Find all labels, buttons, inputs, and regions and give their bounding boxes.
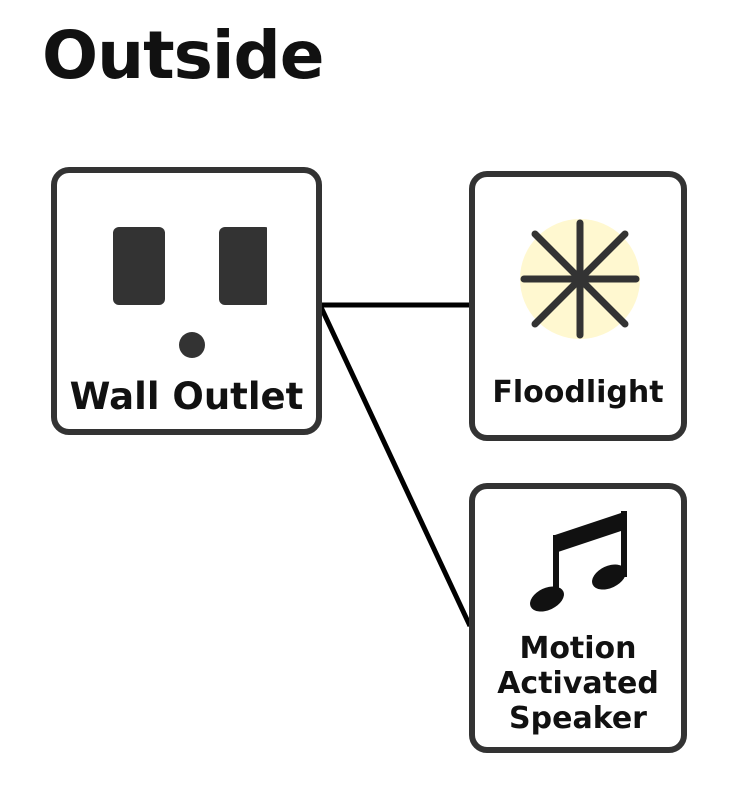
speaker-label-line-3: Speaker [509,701,647,736]
floodlight-label: Floodlight [492,375,664,410]
floodlight-node: Floodlight [469,171,687,441]
speaker-label: Motion Activated Speaker [475,631,681,736]
page-title: Outside [42,17,325,94]
motion-activated-speaker-node: Motion Activated Speaker [469,483,687,753]
outlet-icon [113,227,267,358]
speaker-label-line-2: Activated [497,666,659,701]
wall-outlet-node: Wall Outlet [51,167,322,435]
floodlight-icon [520,219,640,339]
speaker-label-line-1: Motion [519,631,637,666]
connector-outlet-speaker [317,303,473,628]
wall-outlet-label: Wall Outlet [69,375,304,418]
music-note-icon [530,511,627,612]
